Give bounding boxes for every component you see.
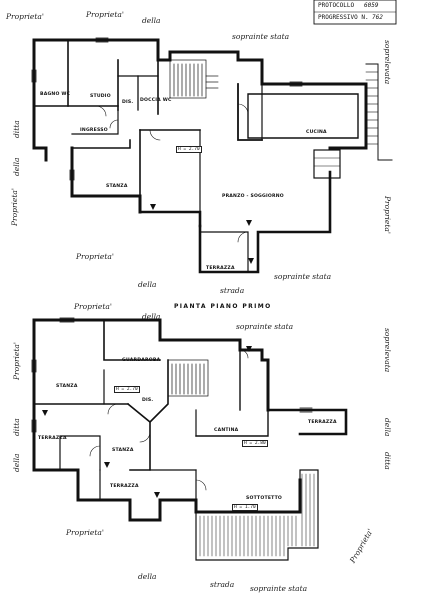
hand-proprieta-top: Proprieta' (86, 10, 124, 19)
upper-floor-plan (31, 37, 393, 274)
hand-soprainte-lower-top: soprainte stata (236, 322, 294, 331)
height-tag-lower-1: H = 2.70 (114, 386, 140, 393)
room-label-studio: STUDIO (90, 94, 111, 99)
room-label-cantina: CANTINA (214, 428, 239, 433)
hand-ditta-left: ditta (12, 120, 21, 138)
room-label-dis-lower: DIS. (142, 398, 154, 403)
room-label-bagno: BAGNO WC (40, 92, 71, 97)
room-label-terrazza-left: TERRAZZA (38, 436, 67, 441)
progressive-value: 762 (372, 14, 383, 21)
hand-proprieta-lower-top: Proprieta' (74, 302, 112, 311)
hand-proprieta-lower-left: Proprieta' (12, 342, 21, 380)
room-label-stanza-lower-1: STANZA (56, 384, 78, 389)
height-tag-upper: H = 2.70 (176, 146, 202, 153)
hand-proprieta-lower-bottom: Proprieta' (66, 528, 104, 537)
hand-della-lower-right: della (383, 418, 392, 437)
hand-proprieta-topleft: Proprieta' (6, 12, 44, 21)
room-label-cucina: CUCINA (306, 130, 327, 135)
hand-strada-upper-bottom: strada (220, 286, 245, 295)
hand-sopraelevata-right: soprelevata (383, 40, 392, 85)
hand-della-lower-top: della (142, 312, 161, 321)
room-label-terrazza-right: TERRAZZA (308, 420, 337, 425)
room-label-stanza-lower-2: STANZA (112, 448, 134, 453)
room-label-sottotetto: SOTTOTETTO (246, 496, 283, 501)
hand-della-upper-bottom: della (138, 280, 157, 289)
hand-proprieta-right: Proprieta' (383, 196, 392, 234)
room-label-guardaroba: GUARDAROBA (122, 358, 161, 363)
room-label-pranzo: PRANZO - SOGGIORNO (222, 194, 284, 199)
first-floor-title: PIANTA PIANO PRIMO (174, 303, 272, 310)
hand-proprieta-upper-bottom: Proprieta' (76, 252, 114, 261)
hand-strada-lower-bottom: strada (210, 580, 235, 589)
room-label-doccia: DOCCIA WC (140, 98, 172, 103)
protocol-value: 6059 (364, 2, 379, 9)
room-label-dis-upper: DIS. (122, 100, 134, 105)
hand-della-top: della (142, 16, 161, 25)
hand-ditta-lower-left: ditta (12, 418, 21, 436)
protocol-label: PROTOCOLLO (318, 2, 355, 9)
upper-markers (150, 204, 254, 264)
hand-della-lower-bottom: della (138, 572, 157, 581)
hand-soprainte-top: soprainte stata (232, 32, 290, 41)
hand-soprainte-lower-bottom: soprainte stata (250, 584, 308, 593)
lower-floor-plan (31, 317, 348, 561)
room-label-stanza-upper: STANZA (106, 184, 128, 189)
progressive-label: PROGRESSIVO N. (318, 14, 369, 21)
room-label-ingresso: INGRESSO (80, 128, 108, 133)
height-tag-lower-3: H = 1.70 (232, 504, 258, 511)
hand-della-left: della (12, 157, 21, 176)
room-label-terrazza-upper: TERRAZZA (206, 266, 235, 271)
hand-proprieta-left: Proprieta' (10, 188, 19, 226)
hand-soprainte-upper-bottom: soprainte stata (274, 272, 332, 281)
height-tag-lower-2: H = 2.80 (242, 440, 268, 447)
room-label-terrazza-bottom: TERRAZZA (110, 484, 139, 489)
hand-della-lower-left: della (12, 453, 21, 472)
hand-sopraelevata-lower-right: soprelevata (383, 328, 392, 373)
hand-ditta-lower-right: ditta (383, 452, 392, 470)
